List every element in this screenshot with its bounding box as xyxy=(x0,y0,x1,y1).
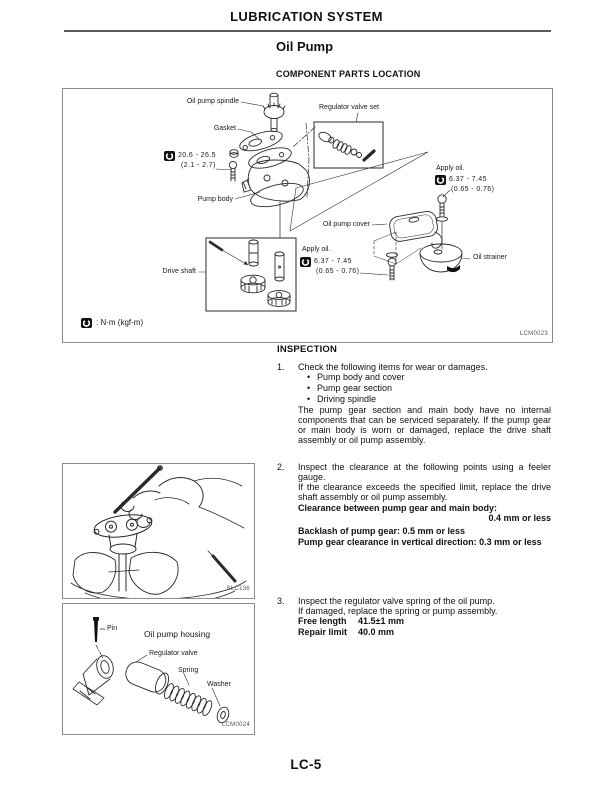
inspection-item-2: 2. Inspect the clearance at the followin… xyxy=(277,462,551,547)
item2-para1: Inspect the clearance at the following p… xyxy=(298,462,551,482)
bullet-text: Driving spindle xyxy=(317,394,377,404)
label-regulator-valve: Regulator valve xyxy=(149,650,198,657)
bullet-text: Pump gear section xyxy=(317,383,393,393)
item3-para1: Inspect the regulator valve spring of th… xyxy=(298,596,495,606)
label-pin: Pin xyxy=(107,625,118,632)
housing-title: Oil pump housing xyxy=(144,629,211,639)
torque-pump-body-kgf: (2.1 - 2.7) xyxy=(181,162,216,169)
spec-free-length: Free length 41.5±1 mm xyxy=(298,616,551,627)
label-washer: Washer xyxy=(207,681,231,688)
header-divider xyxy=(64,30,551,32)
torque-wrench-icon xyxy=(164,151,175,161)
housing-exploded-art xyxy=(72,617,230,724)
inspection-heading-block: INSPECTION xyxy=(277,345,551,355)
label-regulator-valve-set: Regulator valve set xyxy=(319,104,379,111)
apply-oil-left-nm: 6.37 - 7.45 xyxy=(314,258,352,265)
item-number: 3. xyxy=(277,596,285,606)
figure-code: LCM0024 xyxy=(221,722,250,728)
spec-vertical-clearance: Pump gear clearance in vertical directio… xyxy=(298,537,542,547)
inspection-item-3: 3. Inspect the regulator valve spring of… xyxy=(277,596,551,638)
bullet-glyph: • xyxy=(307,372,311,382)
label-spring: Spring xyxy=(178,667,199,674)
item-number: 2. xyxy=(277,462,285,472)
label-drive-shaft: Drive shaft xyxy=(162,268,196,275)
apply-oil-left-kgf: (0.65 - 0.76) xyxy=(316,268,360,275)
spec-label: Free length xyxy=(298,616,347,626)
label-oil-strainer: Oil strainer xyxy=(473,254,507,261)
spindle-removal-figure: SLC136 xyxy=(62,463,255,599)
spec-repair-limit: Repair limit 40.0 mm xyxy=(298,627,551,638)
item1-text: Check the following items for wear or da… xyxy=(298,362,488,372)
figure-code: SLC136 xyxy=(226,586,250,592)
apply-oil-right-nm: 6.37 - 7.45 xyxy=(449,176,487,183)
page-number: LC-5 xyxy=(290,757,322,772)
item3-para2: If damaged, replace the spring or pump a… xyxy=(298,606,498,616)
item2-para2: If the clearance exceeds the specified l… xyxy=(298,482,551,502)
torque-wrench-icon xyxy=(81,318,92,328)
apply-oil-right-label: Apply oil. xyxy=(436,165,465,172)
apply-oil-left-label: Apply oil. xyxy=(302,246,331,253)
item-number: 1. xyxy=(277,362,285,372)
label-pump-body: Pump body xyxy=(197,196,233,203)
label-oil-pump-spindle: Oil pump spindle xyxy=(186,98,239,105)
spec-clearance-label: Clearance between pump gear and main bod… xyxy=(298,503,498,513)
oil-pump-exploded-art xyxy=(198,92,471,312)
spec-value: 41.5±1 mm xyxy=(358,616,404,626)
label-oil-pump-cover: Oil pump cover xyxy=(322,221,370,228)
bullet-text: Pump body and cover xyxy=(317,372,405,382)
list-item: • Pump gear section xyxy=(298,383,551,394)
bullet-glyph: • xyxy=(307,383,311,393)
inspection-heading: INSPECTION xyxy=(277,344,338,355)
torque-wrench-icon xyxy=(435,175,446,185)
component-parts-figure: Oil pump spindle Gasket 20.6 - 26.5 (2.1… xyxy=(62,88,553,343)
spec-clearance-value: 0.4 mm or less xyxy=(488,513,551,523)
apply-oil-right-kgf: (0.65 - 0.76) xyxy=(451,186,495,193)
oil-pump-housing-figure: Pin Oil pump housing Regulator valve Spr… xyxy=(62,603,255,735)
spec-backlash: Backlash of pump gear: 0.5 mm or less xyxy=(298,526,466,536)
page-title: LUBRICATION SYSTEM xyxy=(230,9,383,24)
torque-wrench-icon xyxy=(300,257,311,267)
spec-label: Repair limit xyxy=(298,627,348,637)
spec-value: 40.0 mm xyxy=(358,627,395,637)
bullet-glyph: • xyxy=(307,394,311,404)
subsection-title: COMPONENT PARTS LOCATION xyxy=(276,69,421,79)
inspection-item-1: 1. Check the following items for wear or… xyxy=(277,362,551,445)
hand-tool-art xyxy=(70,465,247,598)
section-title: Oil Pump xyxy=(276,39,334,54)
item1-note: The pump gear section and main body have… xyxy=(298,405,551,445)
list-item: • Pump body and cover xyxy=(298,372,551,383)
list-item: • Driving spindle xyxy=(298,394,551,405)
figure-code: LCM0023 xyxy=(519,331,548,337)
torque-pump-body-nm: 20.6 - 26.5 xyxy=(178,152,216,159)
label-gasket: Gasket xyxy=(213,125,236,132)
torque-legend: : N·m (kgf-m) xyxy=(96,318,144,327)
